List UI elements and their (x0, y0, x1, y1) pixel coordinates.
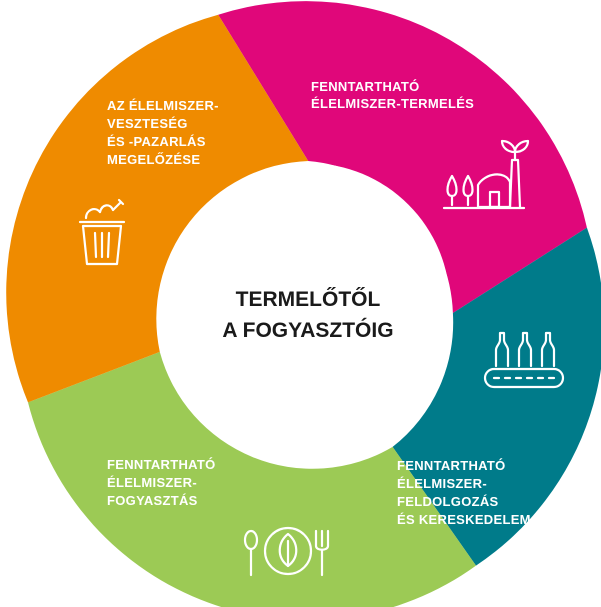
waste-label-line-3: ÉS -PAZARLÁS (107, 134, 206, 149)
center-circle (166, 163, 450, 447)
processing-label-line-3: FELDOLGOZÁS (397, 494, 499, 509)
waste-label-line-1: AZ ÉLELMISZER- (107, 98, 219, 113)
center-title-line-2: A FOGYASZTÓIG (222, 318, 393, 342)
plate-cutlery-icon (243, 526, 330, 577)
waste-label-line-2: VESZTESÉG (107, 116, 188, 131)
segment-waste (6, 14, 309, 403)
consumption-label-line-2: ÉLELMISZER- (107, 475, 197, 490)
processing-label-line-1: FENNTARTHATÓ (397, 458, 506, 473)
food-bin-icon (78, 198, 126, 266)
segment-production (218, 1, 587, 313)
consumption-label-line-1: FENNTARTHATÓ (107, 457, 216, 472)
processing-label-line-2: ÉLELMISZER- (397, 476, 487, 491)
bottles-conveyor-icon (483, 331, 565, 389)
segment-consumption (28, 351, 476, 607)
processing-label-line-4: ÉS KERESKEDELEM (397, 512, 531, 527)
production-label-line-1: FENNTARTHATÓ (311, 79, 420, 94)
center-title-line-1: TERMELŐTŐL (236, 288, 381, 311)
factory-with-plant-icon (442, 139, 530, 210)
segment-processing (392, 227, 601, 566)
consumption-label-line-3: FOGYASZTÁS (107, 493, 198, 508)
waste-label-line-4: MEGELŐZÉSE (107, 152, 200, 167)
processing-label: FENNTARTHATÓ ÉLELMISZER- FELDOLGOZÁS ÉS … (397, 458, 531, 527)
consumption-label: FENNTARTHATÓ ÉLELMISZER- FOGYASZTÁS (107, 457, 216, 508)
production-label: FENNTARTHATÓ ÉLELMISZER-TERMELÉS (311, 79, 474, 111)
waste-label: AZ ÉLELMISZER- VESZTESÉG ÉS -PAZARLÁS ME… (107, 98, 219, 167)
production-label-line-2: ÉLELMISZER-TERMELÉS (311, 96, 474, 111)
